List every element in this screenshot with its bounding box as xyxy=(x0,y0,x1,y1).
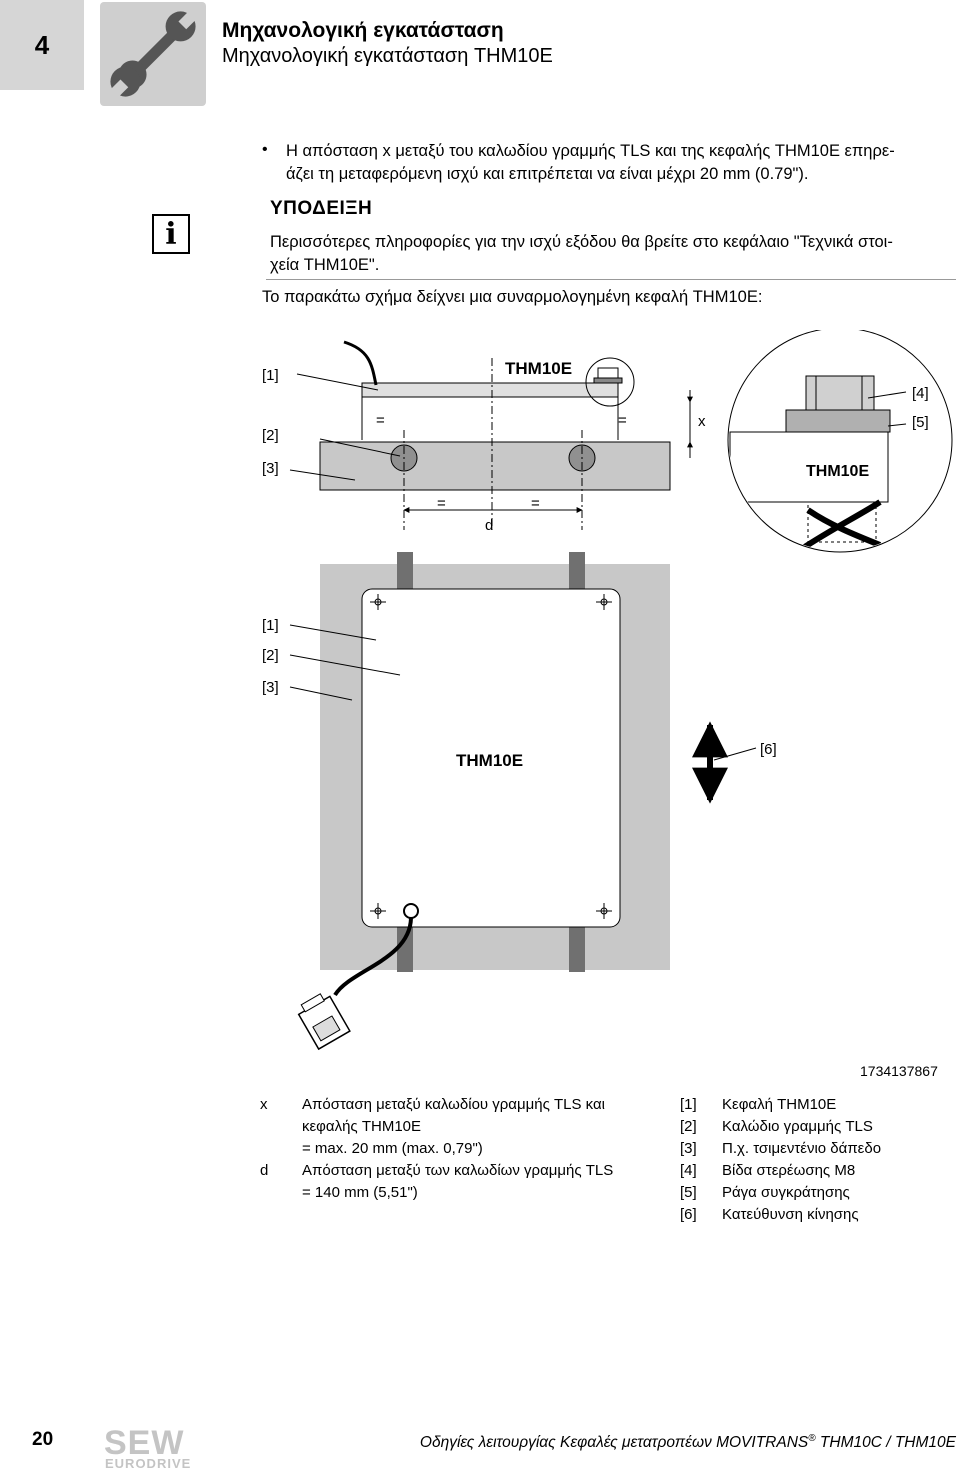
legend-text: Βίδα στερέωσης M8 xyxy=(722,1162,856,1179)
callout-1-top: [1] xyxy=(262,617,279,634)
note-line-1: Περισσότερες πληροφορίες για την ισχύ εξ… xyxy=(270,233,893,251)
cable-wire-top xyxy=(333,917,413,997)
dim-x-label: x xyxy=(698,413,706,430)
dim-d-label: d xyxy=(485,517,493,534)
legend-item-5: [5] Ράγα συγκράτησης xyxy=(680,1182,950,1204)
page-title: Μηχανολογική εγκατάσταση xyxy=(222,19,504,42)
legend-item-2: [2] Καλώδιο γραμμής TLS xyxy=(680,1116,950,1138)
cable-gland xyxy=(403,903,419,919)
wrench-icon xyxy=(109,10,198,99)
doc-title: Οδηγίες λειτουργίας Κεφαλές μετατροπέων … xyxy=(419,1434,809,1452)
note-text: Περισσότερες πληροφορίες για την ισχύ εξ… xyxy=(270,231,956,277)
sew-eurodrive-logo: SEW EURODRIVE xyxy=(104,1424,191,1470)
detail-rail xyxy=(785,409,891,433)
legend-key: [6] xyxy=(680,1206,697,1223)
bullet-line-2: άζει τη μεταφερόμενη ισχύ και επιτρέπετα… xyxy=(286,165,809,183)
legend-key: [4] xyxy=(680,1162,697,1179)
legend-text: Π.χ. τσιμεντένιο δάπεδο xyxy=(722,1140,882,1157)
connector-plug xyxy=(297,993,351,1051)
page-number: 20 xyxy=(32,1429,54,1450)
floor-side xyxy=(319,441,671,491)
note-divider xyxy=(266,279,956,280)
equal-sign-4: = xyxy=(531,495,540,512)
legend-line: = 140 mm (5,51") xyxy=(302,1184,418,1201)
legend-item-6: [6] Κατεύθυνση κίνησης xyxy=(680,1204,950,1226)
bolt-washer-side xyxy=(593,377,623,384)
legend-text: Κεφαλή THM10E xyxy=(722,1096,837,1113)
document-title: Οδηγίες λειτουργίας Κεφαλές μετατροπέων … xyxy=(420,1433,956,1452)
page-subtitle: Μηχανολογική εγκατάσταση THM10E xyxy=(222,45,553,67)
note-heading: ΥΠΟΔΕΙΞΗ xyxy=(270,198,373,219)
doc-title-suffix: THM10C / THM10E xyxy=(815,1434,956,1452)
cable-wire-side xyxy=(343,340,378,386)
legend-key: d xyxy=(260,1162,269,1179)
callout-2-top: [2] xyxy=(262,647,279,664)
head-label-side: THM10E xyxy=(505,359,572,378)
callout-3-side: [3] xyxy=(262,460,279,477)
figure-id: 1734137867 xyxy=(860,1063,938,1079)
bullet-marker: • xyxy=(262,141,268,158)
callout-6: [6] xyxy=(760,741,777,758)
legend-key: [5] xyxy=(680,1184,697,1201)
legend-line: Απόσταση μεταξύ των καλωδίων γραμμής TLS xyxy=(302,1162,614,1179)
callout-1-side: [1] xyxy=(262,367,279,384)
equal-sign-1: = xyxy=(376,412,385,429)
head-label-detail: THM10E xyxy=(806,463,869,480)
detail-view: THM10E [4] [5] xyxy=(727,330,953,553)
legend-line: = max. 20 mm (max. 0,79") xyxy=(302,1140,483,1157)
callout-2-side: [2] xyxy=(262,427,279,444)
chapter-number: 4 xyxy=(0,0,84,90)
side-view: THM10E = = = = x d [1] [2] [3] xyxy=(262,340,706,534)
detail-circle-small xyxy=(585,357,635,407)
note-line-2: χεία THM10E". xyxy=(270,256,380,274)
legend-item-3: [3] Π.χ. τσιμεντένιο δάπεδο xyxy=(680,1138,950,1160)
head-label-top: THM10E xyxy=(456,751,523,770)
legend-item-x: x Απόσταση μεταξύ καλωδίου γραμμής TLS κ… xyxy=(260,1094,660,1160)
logo-bottom: EURODRIVE xyxy=(105,1456,191,1470)
callout-4: [4] xyxy=(912,385,929,402)
callout-5: [5] xyxy=(912,414,929,431)
legend-text: Κατεύθυνση κίνησης xyxy=(722,1206,859,1223)
logo-top: SEW xyxy=(104,1424,184,1462)
head-top xyxy=(361,588,621,928)
legend-key: [2] xyxy=(680,1118,697,1135)
legend-text: Καλώδιο γραμμής TLS xyxy=(722,1118,873,1135)
legend-line: Απόσταση μεταξύ καλωδίου γραμμής TLS και xyxy=(302,1096,606,1113)
legend-item-d: d Απόσταση μεταξύ των καλωδίων γραμμής T… xyxy=(260,1160,660,1204)
legend-left: x Απόσταση μεταξύ καλωδίου γραμμής TLS κ… xyxy=(260,1094,660,1204)
legend-item-4: [4] Βίδα στερέωσης M8 xyxy=(680,1160,950,1182)
equal-sign-3: = xyxy=(437,495,446,512)
section-icon-box xyxy=(100,2,206,106)
head-side xyxy=(361,382,619,398)
bullet-line-1: Η απόσταση x μεταξύ του καλωδίου γραμμής… xyxy=(286,142,895,160)
legend-key: [1] xyxy=(680,1096,697,1113)
figure-intro: Το παρακάτω σχήμα δείχνει μια συναρμολογ… xyxy=(262,288,763,306)
callout-3-top: [3] xyxy=(262,679,279,696)
equal-sign-2: = xyxy=(618,412,627,429)
installation-figure: THM10E = = = = x d [1] [2] [3] THM10E [4… xyxy=(262,330,953,1079)
detail-bolt xyxy=(805,375,875,411)
bullet-text: Η απόσταση x μεταξύ του καλωδίου γραμμής… xyxy=(286,140,956,186)
detail-floor xyxy=(729,431,889,503)
registered-mark: ® xyxy=(808,1433,816,1444)
legend-right: [1]Κεφαλή THM10E [2]Καλώδιο γραμμής TLS … xyxy=(680,1094,950,1226)
legend-item-1: [1] Κεφαλή THM10E xyxy=(680,1094,950,1116)
legend-key: [3] xyxy=(680,1140,697,1157)
legend-text: Ράγα συγκράτησης xyxy=(722,1184,850,1201)
legend-key: x xyxy=(260,1096,268,1113)
info-icon: i xyxy=(152,214,190,254)
legend-line: κεφαλής THM10E xyxy=(302,1118,422,1135)
top-view: THM10E [1] [2] [3] [6] xyxy=(262,552,777,1051)
